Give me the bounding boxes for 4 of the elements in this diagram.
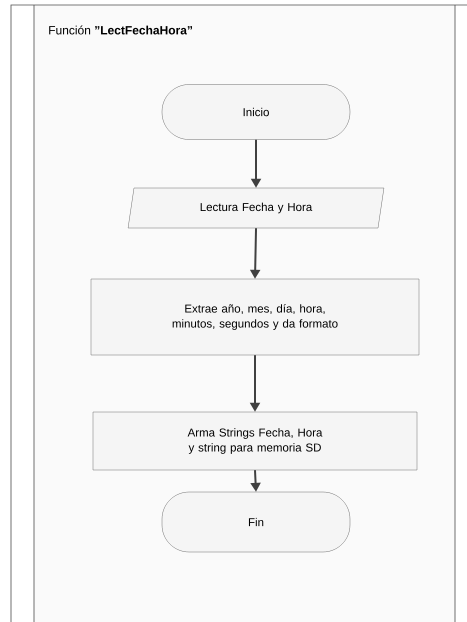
process-box: Extrae año, mes, día, hora, minutos, segundos y da formato (90, 278, 420, 356)
process-box: Arma Strings Fecha, Hora y string para memoria SD (92, 412, 418, 470)
input-parallelogram: Lectura Fecha y Hora (128, 188, 384, 228)
title: Función ”LectFechaHora” (49, 26, 192, 34)
